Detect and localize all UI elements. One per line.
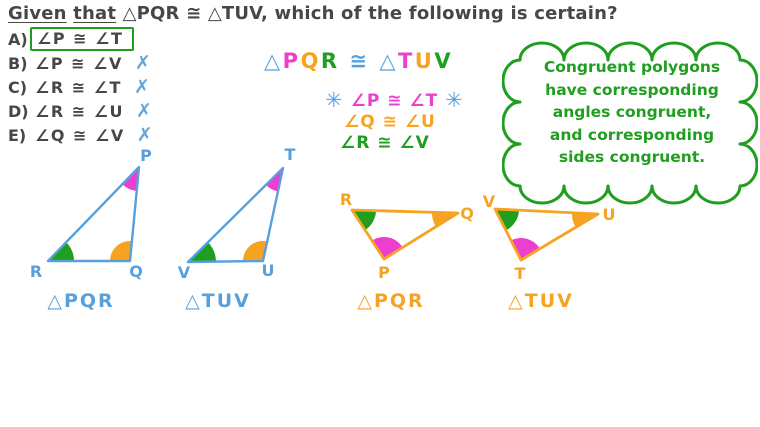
option-row-e: E) ∠Q ≅ ∠V ✗ <box>8 123 153 147</box>
vertex-label-p: P <box>140 146 152 165</box>
headline-segment: R <box>320 49 340 73</box>
congruence-headline: △PQR ≅ △TUV <box>264 49 453 73</box>
vertex-label-q: Q <box>129 262 143 281</box>
option-label-a: A) <box>8 29 28 49</box>
incorrect-x-icon: ✗ <box>136 99 152 122</box>
vertex-label-q: Q <box>460 204 474 223</box>
triangle-caption: △PQR <box>357 290 424 312</box>
title-word-that: that <box>73 3 117 24</box>
asterisk-icon: ✳ <box>445 88 464 112</box>
note-cloud-text: Congruent polygons have corresponding an… <box>520 56 744 169</box>
headline-segment: U <box>414 49 435 73</box>
vertex-label-u: U <box>603 205 616 224</box>
option-statement-a: ∠P ≅ ∠T <box>37 29 124 48</box>
cloud-line: Congruent polygons <box>543 58 721 76</box>
triangle-caption: △TUV <box>508 290 574 312</box>
headline-segment: T <box>397 49 415 73</box>
angle-u-wedge <box>242 240 268 262</box>
headline-segment: Q <box>300 49 321 73</box>
option-statement-b: ∠P ≅ ∠V <box>35 53 123 73</box>
incorrect-x-icon: ✗ <box>136 123 153 146</box>
option-row-d: D) ∠R ≅ ∠U ✗ <box>8 99 153 123</box>
triangle-outline <box>350 208 460 261</box>
angle-q-wedge <box>110 241 132 261</box>
headline-segment: V <box>434 49 454 73</box>
option-statement-e: ∠Q ≅ ∠V <box>35 125 125 145</box>
angle-r-wedge <box>352 210 376 231</box>
cloud-line: and corresponding <box>549 125 715 144</box>
incorrect-x-icon: ✗ <box>134 51 151 74</box>
cloud-outline <box>502 41 758 205</box>
triangle-tuv-orange: V U T △TUV <box>483 192 616 312</box>
triangle-outline <box>186 166 285 264</box>
angle-v-wedge <box>188 242 216 262</box>
vertex-label-p: P <box>378 263 390 282</box>
title-word-given: Given <box>8 3 67 24</box>
angle-p-wedge <box>372 237 403 259</box>
asterisk-icon: ✳ <box>325 88 344 112</box>
option-row-a: A) ∠P ≅ ∠T <box>8 27 153 51</box>
angle-pair-pt: ∠P ≅ ∠T <box>350 90 439 111</box>
title-rest: △PQR ≅ △TUV, which of the following is c… <box>116 3 618 24</box>
angle-pair-rv: ∠R ≅ ∠V <box>340 132 430 153</box>
option-label-b: B) <box>8 53 28 73</box>
vertex-label-v: V <box>178 263 191 282</box>
cloud-line: sides congruent. <box>558 148 706 167</box>
headline-segment: ≅ <box>339 49 380 73</box>
vertex-label-t: T <box>515 264 526 283</box>
option-label-e: E) <box>8 125 27 145</box>
option-row-b: B) ∠P ≅ ∠V ✗ <box>8 51 153 75</box>
triangle-outline <box>493 207 600 262</box>
angle-pairs-list: ✳ ∠P ≅ ∠T ✳ ∠Q ≅ ∠U ∠R ≅ ∠V <box>318 90 471 153</box>
option-statement-d: ∠R ≅ ∠U <box>35 101 125 121</box>
vertex-label-u: U <box>262 261 275 280</box>
angle-r-wedge <box>48 242 75 261</box>
note-cloud-shape <box>502 41 758 205</box>
vertex-label-v: V <box>483 192 496 211</box>
triangle-tuv-blue: T V U △TUV <box>178 145 296 312</box>
incorrect-x-icon: ✗ <box>133 75 150 98</box>
cloud-line: have corresponding <box>545 80 719 99</box>
options-list: A) ∠P ≅ ∠T B) ∠P ≅ ∠V ✗ C) ∠R ≅ ∠T ✗ D) … <box>8 27 153 147</box>
triangle-pqr-orange: R Q P △PQR <box>340 190 474 312</box>
vertex-label-r: R <box>30 262 42 281</box>
option-statement-c: ∠R ≅ ∠T <box>35 77 122 97</box>
headline-segment: △ <box>264 49 283 73</box>
triangle-pqr-blue: P R Q △PQR <box>30 146 152 312</box>
option-label-c: C) <box>8 77 28 97</box>
vertex-label-t: T <box>285 145 296 164</box>
option-row-c: C) ∠R ≅ ∠T ✗ <box>8 75 153 99</box>
angle-pair-row-qu: ∠Q ≅ ∠U <box>344 111 471 132</box>
angle-pair-qu: ∠Q ≅ ∠U <box>344 111 436 132</box>
angle-pair-row-pt: ✳ ∠P ≅ ∠T ✳ <box>318 90 471 111</box>
question-title: Given that △PQR ≅ △TUV, which of the fol… <box>8 3 618 24</box>
option-label-d: D) <box>8 101 29 121</box>
correct-answer-box: ∠P ≅ ∠T <box>30 27 135 51</box>
cloud-line: angles congruent, <box>552 103 712 122</box>
triangle-caption: △TUV <box>185 290 251 312</box>
headline-segment: △ <box>379 49 398 73</box>
triangle-caption: △PQR <box>47 290 114 312</box>
angle-pair-row-rv: ∠R ≅ ∠V <box>340 132 471 153</box>
angle-v-wedge <box>495 209 519 231</box>
headline-segment: P <box>282 49 301 73</box>
vertex-label-r: R <box>340 190 352 209</box>
triangle-outline <box>46 165 141 263</box>
